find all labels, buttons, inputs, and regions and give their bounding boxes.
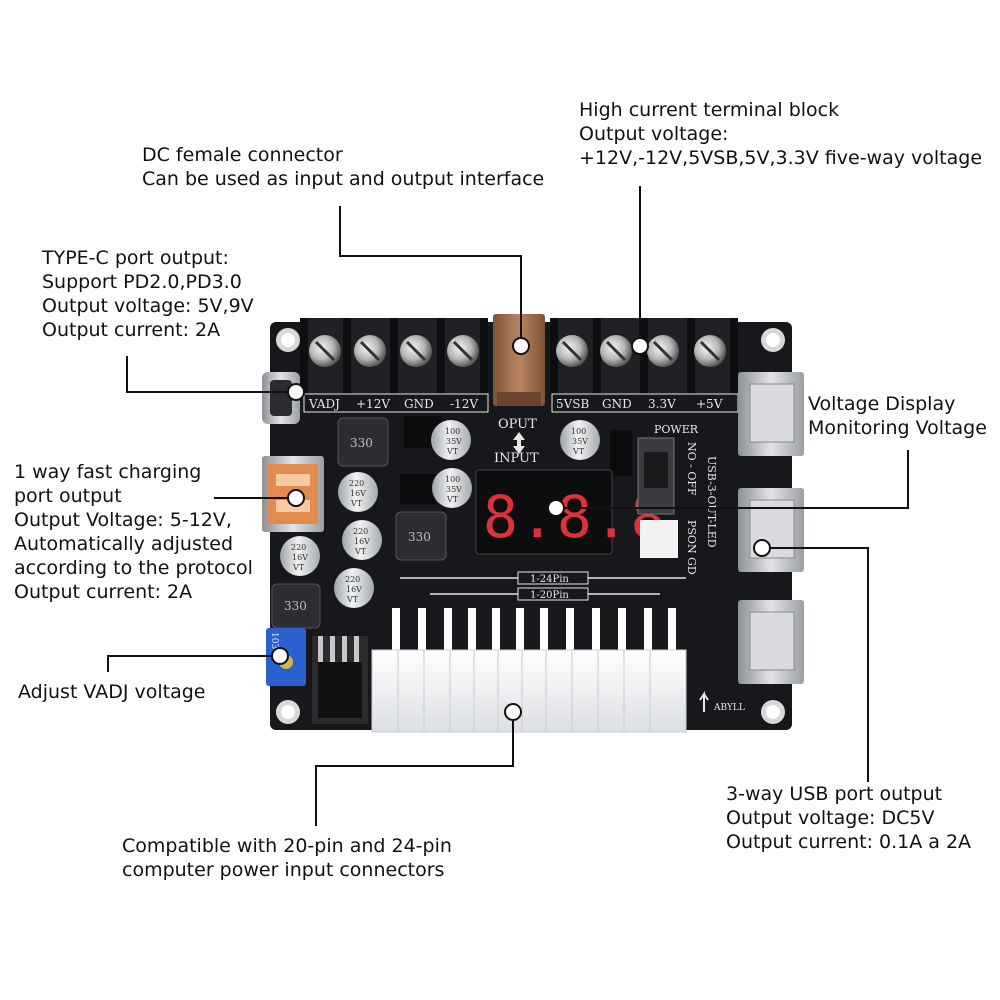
cap-label: 35V <box>572 437 588 446</box>
cap-label: 220 <box>349 479 364 488</box>
terminal-label: +12V <box>356 397 390 411</box>
pin-24-label: 1-24Pin <box>530 574 569 585</box>
callout-line: Support PD2.0,PD3.0 <box>42 271 242 293</box>
cap-label: VT <box>572 447 585 456</box>
callout-line: Compatible with 20-pin and 24-pin <box>122 835 452 857</box>
terminal-label: 5VSB <box>556 397 590 411</box>
callout-line: 3-way USB port output <box>726 783 943 805</box>
cap-label: 220 <box>353 527 368 536</box>
power-switch: POWER NO - OFF PSON GD USB-3-OUT-LED <box>637 423 718 575</box>
terminal-label: VADJ <box>308 397 340 411</box>
cap-label: 16V <box>350 489 366 498</box>
pin-20-label: 1-20Pin <box>530 590 569 601</box>
terminal-labels: VADJ +12V GND -12V 5VSB GND 3.3V +5V <box>303 393 739 413</box>
callout-line: Adjust VADJ voltage <box>18 681 206 703</box>
callout-typec: TYPE-C port output: Support PD2.0,PD3.0 … <box>42 246 254 342</box>
callout-atx: Compatible with 20-pin and 24-pin comput… <box>122 834 452 882</box>
seven-segment-display: 8.8.8 <box>475 469 668 555</box>
callout-usb3: 3-way USB port output Output voltage: DC… <box>726 782 971 854</box>
usb-ports-right <box>738 372 804 684</box>
atx-connector <box>371 649 687 733</box>
terminal-label: +5V <box>696 397 723 411</box>
brand-label: ABYLL <box>713 703 745 713</box>
mounting-holes <box>276 328 785 724</box>
dc-jack-label-in: INPUT <box>494 451 539 466</box>
inductor-label: 330 <box>284 599 307 613</box>
inductor-label: 330 <box>408 530 431 544</box>
callout-line: DC female connector <box>142 144 343 166</box>
switch-label: NO - OFF <box>685 442 698 496</box>
cap-label: VT <box>346 595 359 604</box>
cap-label: VT <box>350 499 363 508</box>
inductor-label: 330 <box>350 436 373 450</box>
callout-line: Output current: 2A <box>42 319 221 341</box>
cap-label: VT <box>446 447 459 456</box>
atx-pins <box>392 608 676 650</box>
cap-label: 220 <box>345 575 360 584</box>
terminal-label: 3.3V <box>648 397 676 411</box>
dc-jack: OPUT INPUT <box>493 314 545 466</box>
terminal-block-right <box>550 318 738 394</box>
cap-label: 220 <box>291 543 306 552</box>
power-label: POWER <box>654 423 699 436</box>
cap-label: 16V <box>354 537 370 546</box>
inductors: 330 330 330 <box>271 417 447 629</box>
cap-label: VT <box>292 563 305 572</box>
terminal-label: GND <box>404 397 434 411</box>
cap-label: VT <box>354 547 367 556</box>
callout-line: Automatically adjusted <box>14 533 234 555</box>
callout-line: 1 way fast charging <box>14 461 202 483</box>
callout-voltage-display: Voltage Display Monitoring Voltage <box>808 392 987 440</box>
callout-line: Output voltage: 5V,9V <box>42 295 254 317</box>
callout-line: High current terminal block <box>579 99 840 121</box>
callout-line: port output <box>14 485 122 507</box>
callout-fast-charge: 1 way fast charging port output Output V… <box>14 460 253 604</box>
callout-line: Output voltage: DC5V <box>726 807 935 829</box>
callout-line: Output current: 0.1A a 2A <box>726 831 972 853</box>
callout-line: computer power input connectors <box>122 859 445 881</box>
callout-line: +12V,-12V,5VSB,5V,3.3V five-way voltage <box>579 147 983 169</box>
regulator <box>312 636 368 724</box>
callout-line: according to the protocol <box>14 557 253 579</box>
cap-label: 16V <box>346 585 362 594</box>
brand: ABYLL <box>699 690 745 713</box>
pin-labels: 1-24Pin 1-20Pin <box>400 571 686 601</box>
callout-line: Voltage Display <box>808 393 956 415</box>
callout-terminal-block: High current terminal block Output volta… <box>579 98 982 170</box>
cap-label: 100 <box>445 475 460 484</box>
cap-label: 35V <box>446 437 462 446</box>
side-text-2: USB-3-OUT-LED <box>705 456 718 548</box>
terminal-block-left <box>300 318 488 394</box>
leader-lines <box>107 186 909 826</box>
cap-label: 100 <box>445 427 460 436</box>
display-value: 8.8.8 <box>483 483 668 551</box>
terminal-label: GND <box>602 397 632 411</box>
side-text-1: PSON GD <box>685 520 698 575</box>
callout-line: TYPE-C port output: <box>42 247 229 269</box>
callout-dc-connector: DC female connector Can be used as input… <box>142 143 544 191</box>
terminal-label: -12V <box>450 397 478 411</box>
callout-line: Monitoring Voltage <box>808 417 987 439</box>
dc-jack-label-out: OPUT <box>498 417 537 432</box>
cap-label: 16V <box>292 553 308 562</box>
capacitors: 100 35V VT 100 35V VT 220 16V VT 100 35V… <box>280 420 600 608</box>
cap-label: 100 <box>571 427 586 436</box>
marker-dots <box>271 337 771 721</box>
cap-label: 35V <box>446 485 462 494</box>
callout-line: Output voltage: <box>579 123 729 145</box>
callout-line: Can be used as input and output interfac… <box>142 168 545 190</box>
callout-line: Output Voltage: 5-12V, <box>14 509 232 531</box>
callout-line: Output current: 2A <box>14 581 193 603</box>
pot-label: 103 <box>269 632 279 649</box>
callout-adjust: Adjust VADJ voltage <box>18 680 205 704</box>
cap-label: VT <box>446 495 459 504</box>
